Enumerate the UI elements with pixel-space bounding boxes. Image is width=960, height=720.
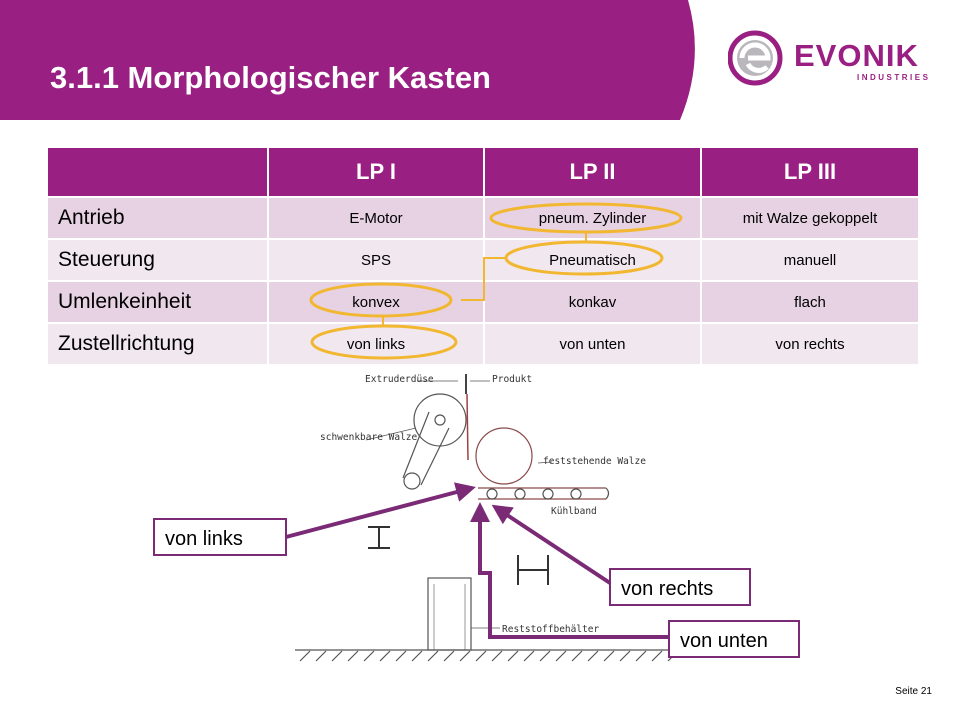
- table-row-zustellrichtung: Zustellrichtung von links von unten von …: [48, 322, 918, 364]
- label-swivel-roller: schwenkbare Walze: [320, 432, 418, 443]
- symbol-i: [368, 526, 390, 549]
- table-row-umlenkeinheit: Umlenkeinheit konvex konkav flach: [48, 280, 918, 322]
- table-cell: pneum. Zylinder: [483, 196, 700, 238]
- table-cell: von rechts: [700, 322, 918, 364]
- table-cell: flach: [700, 280, 918, 322]
- logo-sub-text: INDUSTRIES: [857, 73, 930, 82]
- logo-brand-text: EVONIK: [794, 38, 919, 73]
- table-cell: konvex: [267, 280, 483, 322]
- table-cell: E-Motor: [267, 196, 483, 238]
- arrow-from-left: [285, 482, 476, 539]
- technical-sketch: [295, 374, 690, 662]
- table-cell: Pneumatisch: [483, 238, 700, 280]
- header-lp2: LP II: [483, 148, 700, 196]
- header-band: [0, 0, 695, 120]
- label-product: Produkt: [492, 374, 532, 385]
- table-cell: mit Walze gekoppelt: [700, 196, 918, 238]
- table-header-row: LP I LP II LP III: [48, 148, 918, 196]
- table-row-steuerung: Steuerung SPS Pneumatisch manuell: [48, 238, 918, 280]
- table-cell: von links: [267, 322, 483, 364]
- table-cell: SPS: [267, 238, 483, 280]
- swivel-roller: [413, 393, 467, 447]
- row-label: Zustellrichtung: [48, 322, 267, 364]
- row-label: Steuerung: [48, 238, 267, 280]
- label-extruder: Extruderdüse: [365, 374, 434, 385]
- label-cooling-belt: Kühlband: [551, 506, 597, 517]
- page-number: Seite 21: [895, 686, 932, 697]
- evonik-logo: EVONIK INDUSTRIES: [727, 28, 943, 88]
- table-cell: manuell: [700, 238, 918, 280]
- callout-von-links: von links: [153, 518, 287, 556]
- morphology-table: LP I LP II LP III Antrieb E-Motor pneum.…: [48, 148, 918, 364]
- header-lp3: LP III: [700, 148, 918, 196]
- sketch-labels: Extruderdüse Produkt schwenkbare Walze f…: [320, 374, 646, 635]
- row-label: Antrieb: [48, 196, 267, 238]
- symbol-h: [517, 555, 549, 585]
- table-cell: von unten: [483, 322, 700, 364]
- table-row-antrieb: Antrieb E-Motor pneum. Zylinder mit Walz…: [48, 196, 918, 238]
- page-title: 3.1.1 Morphologischer Kasten: [50, 60, 491, 95]
- header-lp1: LP I: [267, 148, 483, 196]
- feed-arrows: [285, 482, 668, 639]
- arrow-from-right: [491, 504, 612, 585]
- callout-von-unten: von unten: [668, 620, 800, 658]
- table-cell: konkav: [483, 280, 700, 322]
- row-label: Umlenkeinheit: [48, 280, 267, 322]
- fixed-roller: [475, 427, 533, 485]
- header-empty: [48, 148, 267, 196]
- label-fixed-roller: feststehende Walze: [543, 456, 646, 467]
- waste-container: [427, 577, 472, 651]
- label-waste-container: Reststoffbehälter: [502, 624, 600, 635]
- callout-von-rechts: von rechts: [609, 568, 751, 606]
